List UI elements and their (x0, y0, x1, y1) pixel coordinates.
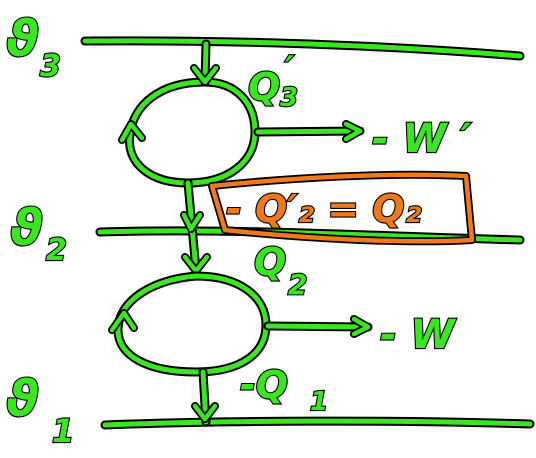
highlight-box (208, 170, 476, 246)
level-label-middle-sub: 2 (46, 233, 67, 268)
level-lines (80, 36, 535, 430)
level-label-bottom-sub: 1 (52, 412, 74, 450)
level-label-top-sub: 3 (40, 49, 61, 84)
work-lower-label: - W (380, 312, 457, 358)
heat-in-upper-main: Q (248, 65, 280, 109)
heat-in-lower-sub: 2 (288, 268, 307, 301)
level-label-middle-symbol: ϑ (10, 199, 43, 257)
lower-cycle (108, 271, 373, 427)
heat-out-lower-sub: 1 (310, 387, 328, 417)
upper-cycle (118, 39, 365, 275)
level-labels: ϑ 3 ϑ 2 ϑ 1 (5, 9, 75, 451)
heat-in-upper-sub: 3 (280, 83, 298, 113)
level-label-bottom-symbol: ϑ (6, 370, 39, 428)
level-label-top-symbol: ϑ (6, 10, 39, 68)
lower-cycle-labels: Q 2 - W -Q 1 (239, 239, 458, 418)
heat-out-lower-main: -Q (240, 363, 288, 407)
heat-in-lower-main: Q (254, 240, 286, 284)
work-upper-label: - W ′ (372, 116, 472, 162)
upper-cycle-labels: Q ′ 3 - W ′ - Q′₂ = Q₂ (225, 48, 473, 232)
heat-in-upper-prime: ′ (285, 49, 294, 89)
heat-out-upper-label: - Q′₂ = Q₂ (226, 187, 422, 231)
